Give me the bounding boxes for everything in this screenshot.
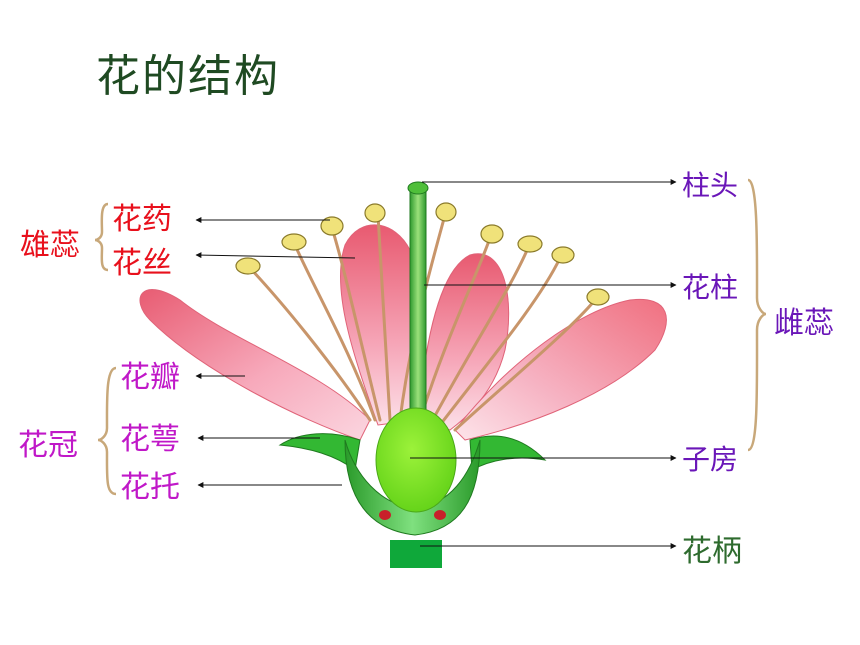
label-pedicel: 花柄 [682, 534, 742, 569]
receptacle [344, 439, 481, 536]
label-ovary: 子房 [682, 443, 739, 476]
petal-center-left [339, 224, 416, 426]
brace-pistil [747, 178, 767, 452]
pedicel [390, 540, 442, 568]
sepal-left [278, 433, 361, 471]
nectary-left [379, 510, 391, 520]
sepal-right [469, 435, 547, 471]
petal-left [139, 289, 371, 441]
ovary [375, 407, 457, 513]
stigma [407, 181, 429, 195]
label-sepal: 花萼 [120, 422, 180, 457]
label-receptacle: 花托 [120, 470, 180, 505]
label-stigma: 柱头 [682, 169, 739, 202]
anthers [235, 202, 610, 306]
pointer-lines [195, 179, 677, 549]
label-anther: 花药 [112, 202, 172, 237]
brace-stamen [94, 202, 109, 272]
style [409, 189, 427, 431]
petal-right [454, 298, 667, 441]
label-stamen: 雄蕊 [20, 228, 80, 263]
label-filament: 花丝 [112, 246, 172, 281]
nectary-right [434, 510, 446, 520]
page-title: 花的结构 [96, 51, 280, 102]
label-corolla: 花冠 [18, 428, 78, 463]
label-pistil: 雌蕊 [774, 306, 834, 341]
label-petal: 花瓣 [120, 360, 180, 395]
label-style: 花柱 [682, 271, 739, 304]
brace-corolla [97, 366, 117, 496]
